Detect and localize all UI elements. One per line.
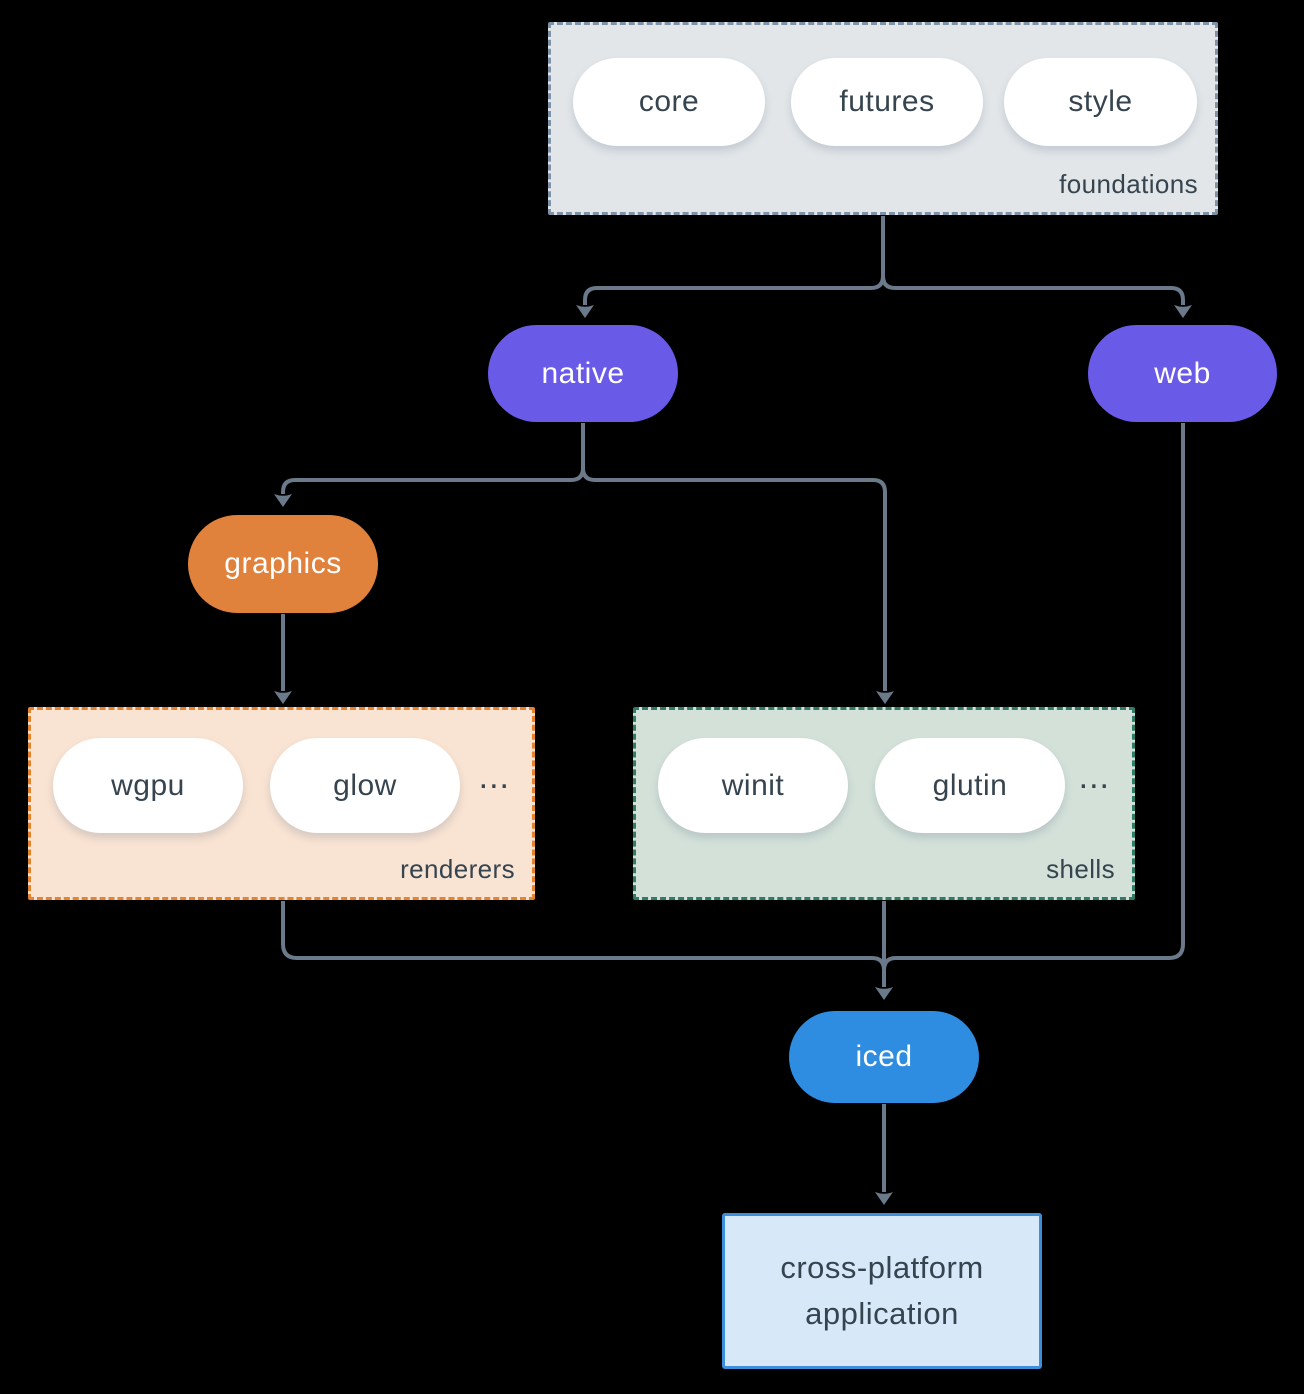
node-iced: iced	[789, 1011, 979, 1103]
edge-native-to-graphics	[274, 467, 585, 507]
node-web: web	[1088, 325, 1277, 422]
group-foundations: core futures style foundations	[548, 22, 1218, 215]
node-core: core	[573, 58, 765, 146]
node-graphics: graphics	[188, 515, 378, 613]
edge-native-to-shells	[581, 467, 894, 704]
node-futures: futures	[791, 58, 983, 146]
edge-foundations-to-native	[576, 275, 885, 318]
shells-ellipsis: ...	[1078, 758, 1110, 796]
terminal-label-line1: cross-platform	[780, 1250, 984, 1286]
cross-platform-application-box: cross-platform application	[722, 1213, 1042, 1369]
group-shells: winit glutin ... shells	[633, 707, 1135, 900]
node-glow: glow	[270, 738, 460, 833]
node-glutin: glutin	[875, 738, 1065, 833]
terminal-label-line2: application	[805, 1296, 959, 1331]
edge-foundations-to-web	[881, 275, 1192, 318]
group-label-renderers: renderers	[400, 854, 515, 884]
edge-renderers-to-merge	[281, 901, 886, 971]
node-style: style	[1004, 58, 1197, 146]
group-renderers: wgpu glow ... renderers	[28, 707, 535, 900]
node-native: native	[488, 325, 678, 422]
group-label-foundations: foundations	[1059, 169, 1198, 199]
group-label-shells: shells	[1046, 854, 1115, 884]
node-wgpu: wgpu	[53, 738, 243, 833]
renderers-ellipsis: ...	[478, 758, 510, 796]
node-winit: winit	[658, 738, 848, 833]
